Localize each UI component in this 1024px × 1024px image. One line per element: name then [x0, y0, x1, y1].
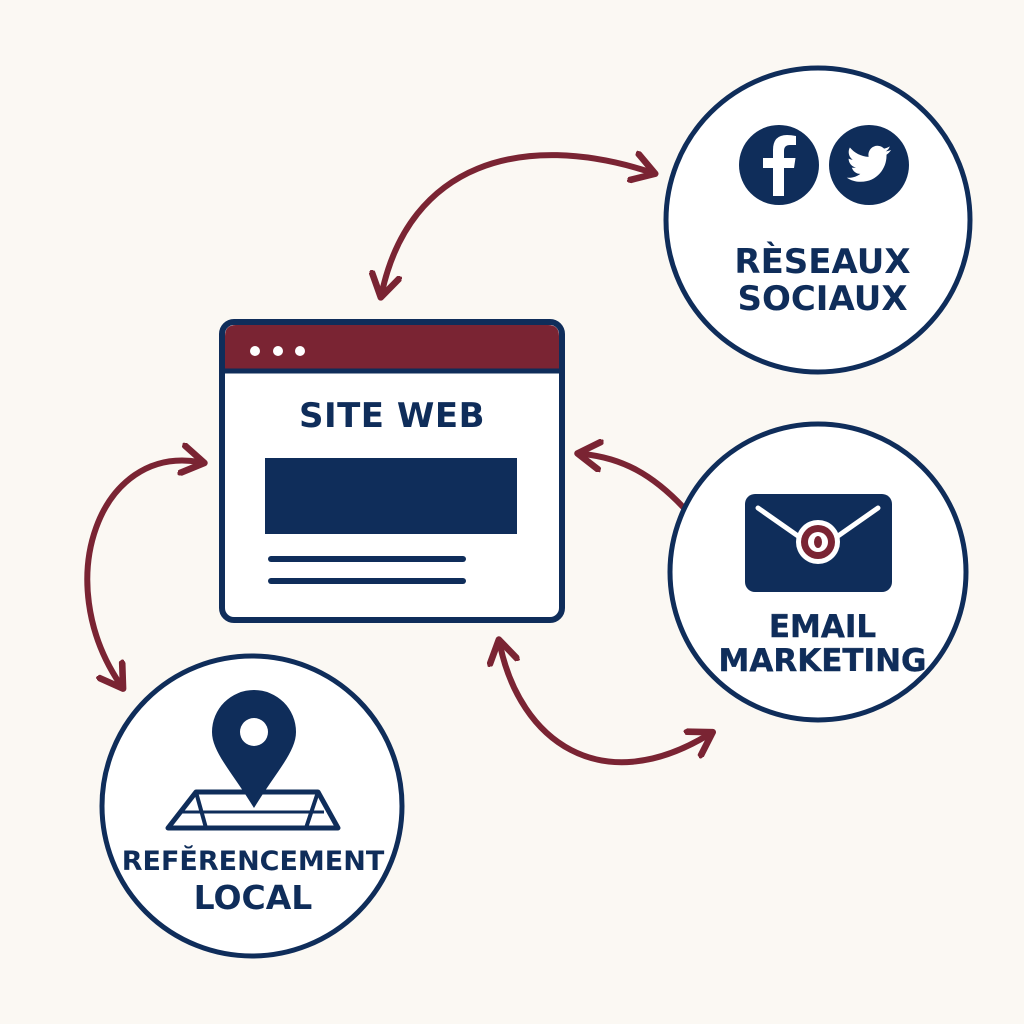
map-icon [165, 789, 341, 831]
email-marketing-label: EMAIL MARKETING [700, 609, 945, 680]
arrow-site-social [382, 155, 650, 292]
facebook-icon [739, 125, 819, 205]
arrow-email-site [583, 454, 687, 511]
arrow-site-local [84, 461, 199, 684]
site-text-line-2 [268, 578, 466, 584]
referencement-local-line1: REFĔRENCEMENT [121, 846, 385, 877]
email-marketing-line1: EMAIL [768, 609, 877, 645]
site-web-label: SITE WEB [222, 397, 562, 435]
referencement-local-line2: LOCAL [193, 878, 313, 918]
site-web-window [219, 319, 565, 623]
map-pin-icon [212, 690, 296, 808]
reseaux-sociaux-line1: RÈSEAUX [734, 242, 911, 282]
window-dots [250, 346, 305, 356]
twitter-icon [829, 125, 909, 205]
reseaux-sociaux-node [663, 65, 973, 375]
envelope-icon [745, 494, 892, 592]
reseaux-sociaux-label: RÈSEAUX SOCIAUX [700, 244, 945, 317]
reseaux-sociaux-line2: SOCIAUX [737, 278, 908, 319]
connector-arrows [84, 155, 708, 766]
email-marketing-node [667, 421, 969, 723]
referencement-local-label: REFĔRENCEMENT LOCAL [118, 846, 388, 918]
site-hero-block [265, 458, 517, 534]
referencement-local-node [99, 653, 405, 959]
email-marketing-line2: MARKETING [718, 643, 927, 680]
arrow-site-email [500, 645, 708, 766]
site-web-title: SITE WEB [298, 396, 486, 436]
site-text-line-1 [268, 556, 466, 562]
